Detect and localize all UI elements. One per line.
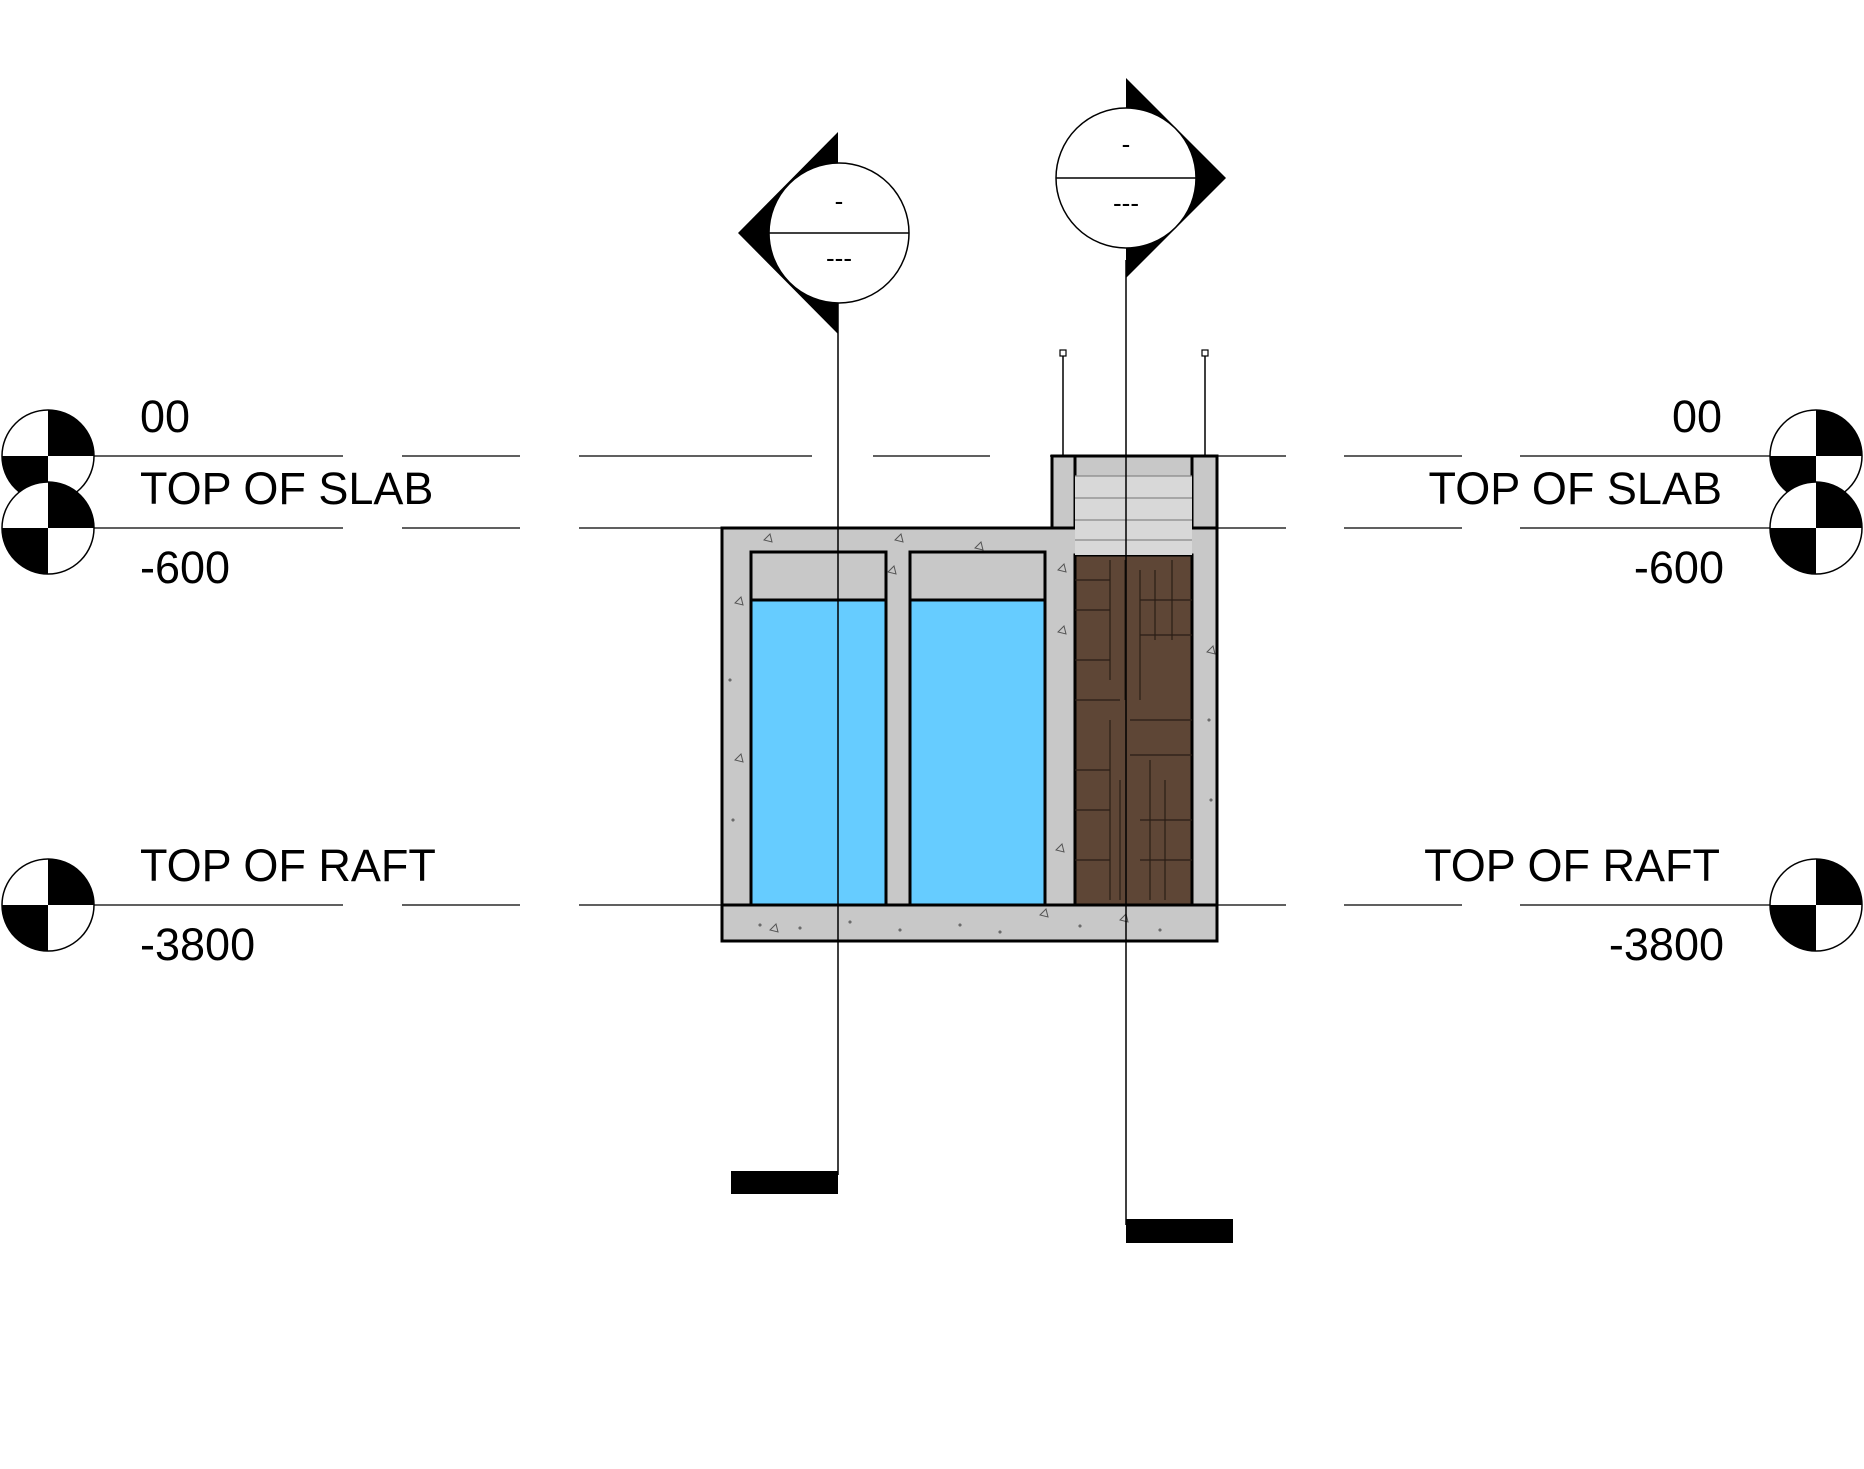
level-name-label: TOP OF RAFT xyxy=(140,840,436,891)
level-head-icon[interactable] xyxy=(1769,858,1863,952)
level-head-icon[interactable] xyxy=(1,481,95,575)
concrete-hatch xyxy=(728,533,1216,934)
level-elevation-label: -3800 xyxy=(1609,919,1724,970)
section-sheet-label: --- xyxy=(1113,188,1139,218)
level-name-label: TOP OF RAFT xyxy=(1424,840,1720,891)
level-name-label: TOP OF SLAB xyxy=(140,463,433,514)
level-labels-right: 00 TOP OF SLAB -600 TOP OF RAFT -3800 xyxy=(1424,391,1724,970)
section-number-label: - xyxy=(1122,129,1131,159)
wood-compartment xyxy=(1073,553,1194,907)
water-tank-2 xyxy=(908,550,1047,907)
level-symbols-right xyxy=(1769,409,1863,952)
level-symbols-left xyxy=(1,409,95,952)
section-tail xyxy=(731,1171,838,1194)
parapet xyxy=(1050,349,1219,555)
water-tank-1 xyxy=(749,550,888,907)
section-tail xyxy=(1126,1219,1233,1243)
level-head-icon[interactable] xyxy=(1769,481,1863,575)
structure xyxy=(720,349,1219,943)
section-marker-2[interactable]: - --- xyxy=(1055,78,1233,1243)
level-elevation-label: -600 xyxy=(140,542,230,593)
level-elevation-label: -600 xyxy=(1634,542,1724,593)
section-marker-1[interactable]: - --- xyxy=(731,132,910,1194)
level-head-icon[interactable] xyxy=(1,858,95,952)
level-elevation-label: 00 xyxy=(1672,391,1722,442)
level-elevation-label: -3800 xyxy=(140,919,255,970)
level-elevation-label: 00 xyxy=(140,391,190,442)
section-sheet-label: --- xyxy=(826,243,852,273)
level-name-label: TOP OF SLAB xyxy=(1429,463,1722,514)
level-labels-left: 00 TOP OF SLAB -600 TOP OF RAFT -3800 xyxy=(140,391,436,970)
section-number-label: - xyxy=(835,186,844,216)
